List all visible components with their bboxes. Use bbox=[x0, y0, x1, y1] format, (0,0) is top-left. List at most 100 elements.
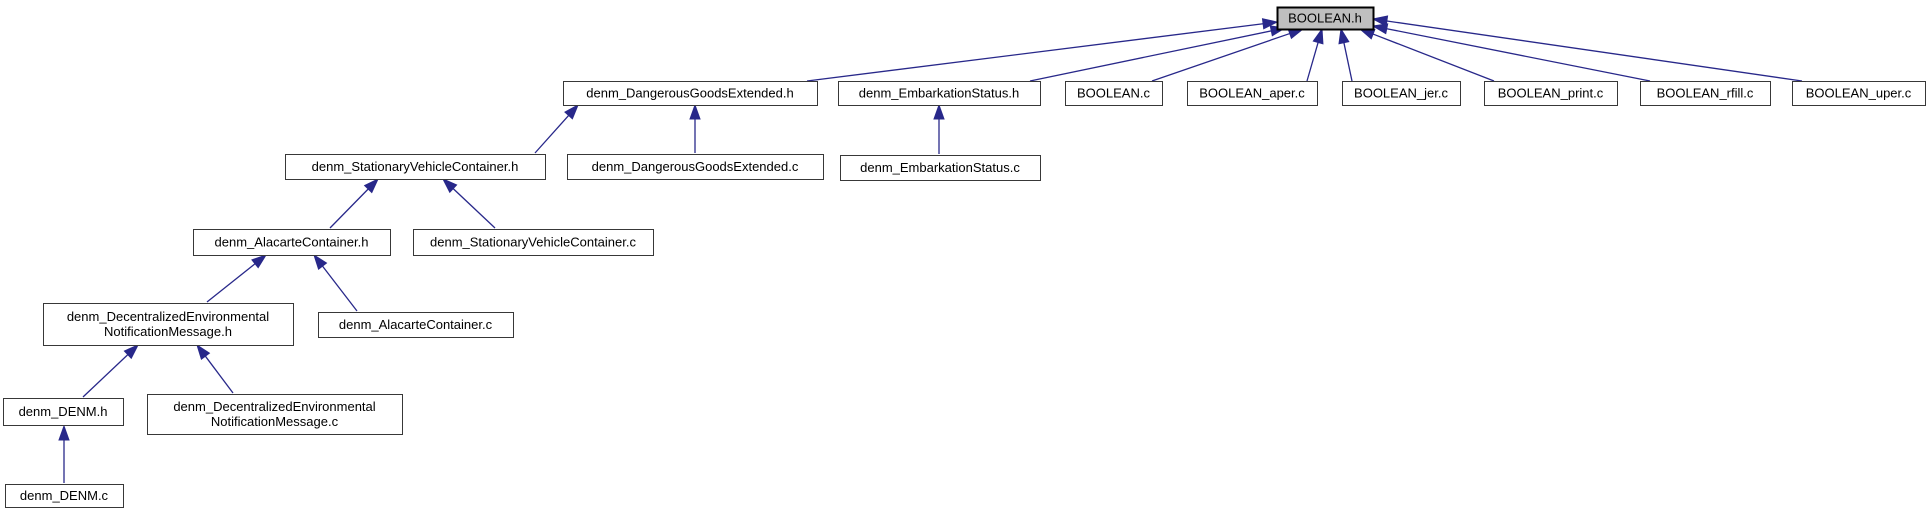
node-label: denm_DENM.c bbox=[20, 488, 109, 503]
arrowhead-icon bbox=[363, 177, 380, 194]
edge-line bbox=[322, 265, 358, 312]
node-label: BOOLEAN_uper.c bbox=[1806, 86, 1912, 101]
arrowhead-icon bbox=[1261, 18, 1279, 30]
node-label: denm_StationaryVehicleContainer.c bbox=[430, 235, 636, 250]
node-box[interactable] bbox=[317, 311, 515, 339]
edge-dge-h-to-boolean-h bbox=[806, 18, 1279, 82]
arrowhead-icon bbox=[196, 343, 211, 361]
edge-line bbox=[82, 354, 129, 398]
arrowhead-icon bbox=[313, 253, 328, 270]
node-box[interactable] bbox=[2, 397, 125, 427]
edge-ala-c-to-ala-h bbox=[313, 253, 358, 312]
arrowhead-icon bbox=[1371, 23, 1389, 35]
arrowhead-icon bbox=[58, 424, 70, 441]
edge-svc-h-to-dge-h bbox=[534, 103, 579, 154]
node-box[interactable] bbox=[562, 80, 819, 107]
edge-emb-h-to-boolean-h bbox=[1029, 25, 1287, 82]
node-box[interactable] bbox=[1186, 80, 1319, 107]
edge-dge-c-to-dge-h bbox=[689, 103, 701, 153]
edge-line bbox=[534, 114, 570, 154]
node-label: BOOLEAN_jer.c bbox=[1354, 86, 1448, 101]
node-label: denm_AlacarteContainer.h bbox=[215, 235, 369, 250]
root-node-box[interactable] bbox=[1276, 6, 1375, 31]
node-label: denm_DangerousGoodsExtended.c bbox=[592, 159, 799, 174]
edge-emb-c-to-emb-h bbox=[933, 103, 945, 154]
node-box[interactable] bbox=[412, 228, 655, 257]
arrowhead-icon bbox=[441, 177, 458, 194]
node-box[interactable] bbox=[42, 302, 295, 347]
edge-line bbox=[204, 355, 234, 394]
edge-line bbox=[1386, 28, 1651, 82]
edge-line bbox=[1029, 30, 1272, 82]
node-label: denm_EmbarkationStatus.h bbox=[859, 86, 1019, 101]
node-label: BOOLEAN_rfill.c bbox=[1657, 86, 1754, 101]
node-label: BOOLEAN_aper.c bbox=[1199, 86, 1305, 101]
node-box[interactable] bbox=[839, 154, 1042, 182]
node-denm-alacartecontainer-c[interactable]: denm_AlacarteContainer.c bbox=[317, 311, 515, 339]
node-denm-alacartecontainer-h[interactable]: denm_AlacarteContainer.h bbox=[192, 228, 392, 257]
node-label: denm_DecentralizedEnvironmental bbox=[173, 399, 375, 414]
arrowhead-icon bbox=[251, 254, 268, 269]
node-boolean-uper-c[interactable]: BOOLEAN_uper.c bbox=[1791, 80, 1927, 107]
node-box[interactable] bbox=[1639, 80, 1772, 107]
node-denm-embarkationstatus-h[interactable]: denm_EmbarkationStatus.h bbox=[837, 80, 1042, 107]
node-box[interactable] bbox=[1791, 80, 1927, 107]
node-box[interactable] bbox=[146, 393, 404, 436]
node-label: denm_DENM.h bbox=[19, 404, 108, 419]
node-boolean-jer-c[interactable]: BOOLEAN_jer.c bbox=[1341, 80, 1462, 107]
edge-line bbox=[329, 188, 369, 229]
node-label: NotificationMessage.c bbox=[211, 414, 339, 429]
node-boolean-rfill-c[interactable]: BOOLEAN_rfill.c bbox=[1639, 80, 1772, 107]
arrowhead-icon bbox=[1338, 27, 1350, 45]
node-box[interactable] bbox=[1483, 80, 1619, 107]
node-denm-stationaryvehiclecontainer-c[interactable]: denm_StationaryVehicleContainer.c bbox=[412, 228, 655, 257]
node-denm-embarkationstatus-c[interactable]: denm_EmbarkationStatus.c bbox=[839, 154, 1042, 182]
edge-denm-h-to-ala-h bbox=[206, 254, 268, 303]
node-box[interactable] bbox=[1341, 80, 1462, 107]
node-denm-stationaryvehiclecontainer-h[interactable]: denm_StationaryVehicleContainer.h bbox=[284, 153, 547, 181]
node-label: denm_EmbarkationStatus.c bbox=[860, 160, 1020, 175]
edge-ala-h-to-svc-h bbox=[329, 177, 380, 229]
node-boolean-aper-c[interactable]: BOOLEAN_aper.c bbox=[1186, 80, 1319, 107]
node-denm-dangerousgoodsextended-h[interactable]: denm_DangerousGoodsExtended.h bbox=[562, 80, 819, 107]
node-denm-dangerousgoodsextended-c[interactable]: denm_DangerousGoodsExtended.c bbox=[566, 153, 825, 181]
node-box[interactable] bbox=[566, 153, 825, 181]
node-label: NotificationMessage.h bbox=[104, 324, 232, 339]
edge-line bbox=[1306, 42, 1319, 82]
node-box[interactable] bbox=[284, 153, 547, 181]
arrowhead-icon bbox=[564, 103, 579, 120]
node-label: BOOLEAN.c bbox=[1077, 86, 1150, 101]
arrowhead-icon bbox=[1371, 15, 1389, 27]
node-denm-denm-h[interactable]: denm_DENM.h bbox=[2, 397, 125, 427]
node-label: denm_DecentralizedEnvironmental bbox=[67, 309, 269, 324]
edge-line bbox=[1386, 20, 1803, 82]
edge-svc-c-to-svc-h bbox=[441, 177, 496, 229]
node-boolean-c[interactable]: BOOLEAN.c bbox=[1064, 80, 1164, 107]
arrowhead-icon bbox=[933, 103, 945, 120]
edge-denm-h-to-denm-h bbox=[82, 343, 140, 398]
node-label: denm_DangerousGoodsExtended.h bbox=[586, 86, 793, 101]
edge-line bbox=[1372, 33, 1495, 82]
arrowhead-icon bbox=[123, 343, 140, 360]
node-box[interactable] bbox=[1064, 80, 1164, 107]
node-denm-denm-c[interactable]: denm_DENM.c bbox=[4, 483, 125, 509]
node-boolean-h[interactable]: BOOLEAN.h bbox=[1276, 6, 1375, 31]
edge-boolean-c-to-boolean-h bbox=[1151, 28, 1305, 82]
node-boolean-print-c[interactable]: BOOLEAN_print.c bbox=[1483, 80, 1619, 107]
node-denm-decentralizedenvironmental-notificationmessage-h[interactable]: denm_DecentralizedEnvironmentalNotificat… bbox=[42, 302, 295, 347]
edge-denm-c-to-denm-h bbox=[196, 343, 234, 394]
edge-line bbox=[1343, 42, 1353, 82]
node-denm-decentralizedenvironmental-notificationmessage-c[interactable]: denm_DecentralizedEnvironmentalNotificat… bbox=[146, 393, 404, 436]
node-box[interactable] bbox=[192, 228, 392, 257]
node-box[interactable] bbox=[837, 80, 1042, 107]
arrowhead-icon bbox=[1312, 27, 1324, 45]
edge-jer-c-to-boolean-h bbox=[1338, 27, 1353, 82]
edge-uper-c-to-boolean-h bbox=[1371, 15, 1803, 82]
node-box[interactable] bbox=[4, 483, 125, 509]
node-label: denm_AlacarteContainer.c bbox=[339, 317, 493, 332]
edge-line bbox=[452, 188, 496, 229]
edge-aper-c-to-boolean-h bbox=[1306, 27, 1324, 82]
edge-denm-c-to-denm-h bbox=[58, 424, 70, 483]
